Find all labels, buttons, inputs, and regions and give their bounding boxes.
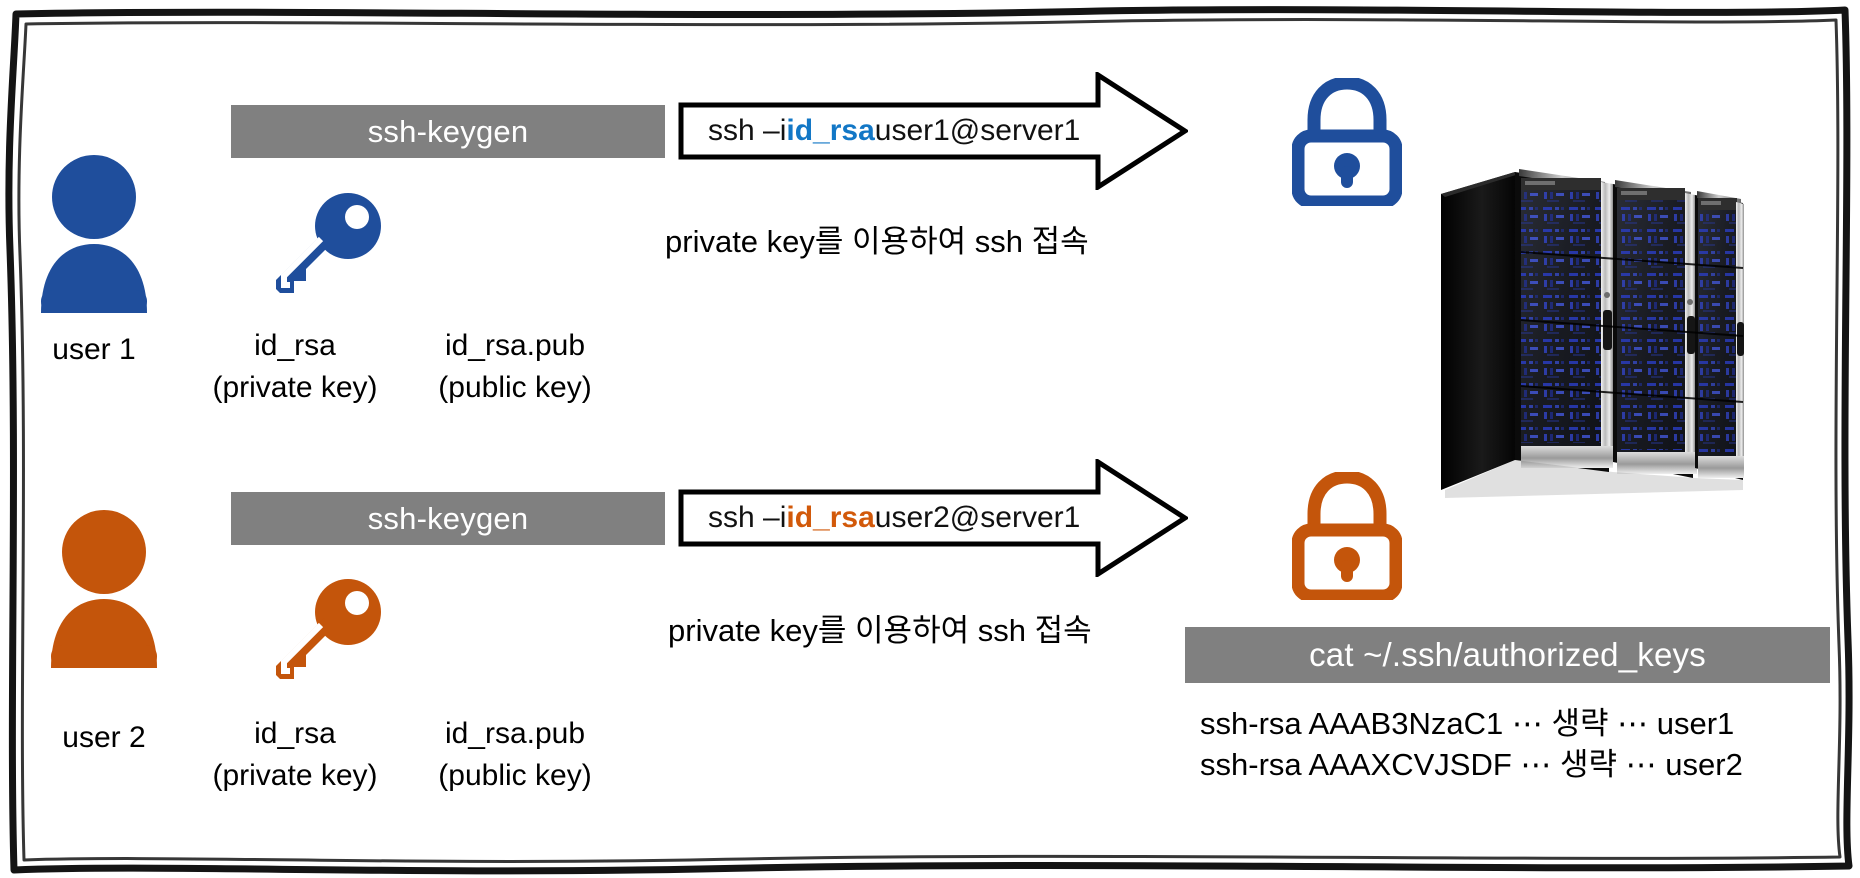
- ssh-keygen-band-user2: ssh-keygen: [231, 492, 665, 545]
- key-icon: [272, 578, 382, 688]
- cat-authorized-keys-label: cat ~/.ssh/authorized_keys: [1309, 636, 1706, 673]
- lock-icon: [1292, 78, 1402, 206]
- ssh-command-prefix: ssh –i: [708, 114, 787, 147]
- private-key-name-user2: id_rsa: [254, 717, 336, 750]
- cat-authorized-keys-band: cat ~/.ssh/authorized_keys: [1185, 627, 1830, 683]
- private-key-desc-user2: (private key): [212, 759, 378, 792]
- ssh-command-keyfile: id_rsa: [786, 114, 875, 147]
- public-key-name-user2: id_rsa.pub: [444, 717, 586, 750]
- ssh-command-keyfile: id_rsa: [786, 501, 875, 534]
- ssh-keygen-label: ssh-keygen: [367, 500, 529, 536]
- ssh-command-arrow-user1: ssh –i id_rsa user1@server1: [678, 72, 1188, 190]
- ssh-command-text-user1: ssh –i id_rsa user1@server1: [678, 72, 1080, 190]
- ssh-command-prefix: ssh –i: [708, 501, 787, 534]
- authorized-key-line-1: ssh-rsa AAAB3NzaC1 ⋯ 생략 ⋯ user1: [1200, 706, 1735, 741]
- ssh-command-text-user2: ssh –i id_rsa user2@server1: [678, 459, 1080, 577]
- person-icon: [44, 505, 164, 670]
- user2-label: user 2: [62, 721, 146, 754]
- ssh-command-suffix: user1@server1: [874, 114, 1081, 147]
- server-rack-icon: [1437, 160, 1747, 500]
- ssh-note-user1: private key를 이용하여 ssh 접속: [665, 224, 1089, 259]
- public-key-desc-user2: (public key): [438, 759, 592, 792]
- public-key-name-user1: id_rsa.pub: [444, 329, 586, 362]
- user1-label: user 1: [52, 333, 136, 366]
- private-key-name-user1: id_rsa: [254, 329, 336, 362]
- person-icon: [34, 150, 154, 315]
- key-icon: [272, 192, 382, 302]
- ssh-command-arrow-user2: ssh –i id_rsa user2@server1: [678, 459, 1188, 577]
- ssh-keygen-band-user1: ssh-keygen: [231, 105, 665, 158]
- ssh-note-user2: private key를 이용하여 ssh 접속: [668, 613, 1092, 648]
- lock-icon: [1292, 472, 1402, 600]
- authorized-key-line-2: ssh-rsa AAAXCVJSDF ⋯ 생략 ⋯ user2: [1200, 747, 1743, 782]
- ssh-command-suffix: user2@server1: [874, 501, 1081, 534]
- private-key-desc-user1: (private key): [212, 371, 378, 404]
- ssh-keygen-label: ssh-keygen: [367, 113, 529, 149]
- public-key-desc-user1: (public key): [438, 371, 592, 404]
